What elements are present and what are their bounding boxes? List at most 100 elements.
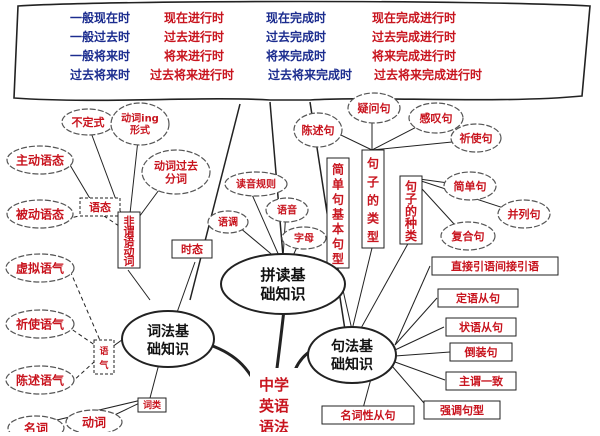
cloud-passive-voice-label: 被动语态 [16,206,64,221]
box-nominal-clause: 名词性从句 [321,405,415,425]
box-sentence-kinds-char: 类 [405,228,418,243]
cloud-verb-label: 动词 [82,415,106,429]
box-mood-char: 语 [99,346,108,357]
cloud-subjunctive-label: 虚拟语气 [16,260,64,275]
hub-syntax-line2: 础知识 [331,356,373,373]
tense-cell: 现在完成时 [266,10,326,25]
box-sentence-kinds-char: 子 [405,192,417,206]
box-mood: 语气 [93,339,115,375]
box-basic-sentence-patterns-char: 句 [332,236,344,251]
cloud-infinitive-label: 不定式 [72,115,105,129]
hub-syntax: 句法基 础知识 [307,326,397,384]
hub-phonetic-line1: 拼读基 [260,266,306,284]
box-direct-indirect-speech-label: 直接引语间接引语 [451,259,539,273]
tense-banner [13,0,591,102]
cloud-imperative-label: 祈使语气 [16,316,64,331]
box-adverbial-clause-label: 状语从句 [459,320,503,334]
tense-cell: 将来完成时 [266,48,326,63]
box-emphatic-pattern: 强调句型 [423,400,501,420]
box-nodes: 语态非谓语动词时态语气词类简单句基本句型句子的类型句子的种类直接引语间接引语定语… [79,149,559,425]
cloud-past-participle-label: 动词过去 [154,158,198,172]
hub-lexical-line1: 词法基 [147,323,190,340]
cloud-active-voice-label: 主动语态 [16,152,64,167]
cloud-imperative-sentence: 祈使句 [450,123,502,153]
cloud-compound-sentence-label: 并列句 [508,207,541,221]
tense-cell: 一般现在时 [70,10,130,25]
box-non-finite-char: 动 [124,244,135,258]
tense-cell: 现在进行时 [164,10,224,25]
hub-phonetic-line2: 础知识 [260,285,305,303]
tense-cell: 将来进行时 [164,48,224,63]
box-voice-label: 语态 [89,200,111,214]
box-sentence-types-char: 型 [367,229,379,244]
cloud-pronunciation-rules: 读音规则 [224,171,288,197]
box-basic-sentence-patterns-char: 单 [332,177,344,192]
cloud-declarative: 陈述句 [293,112,343,148]
cloud-phonetics: 语音 [265,197,309,223]
box-word-classes: 词类 [137,397,167,413]
box-mood-char: 气 [98,359,108,371]
tense-cell: 一般将来时 [70,48,130,63]
box-attributive-clause-label: 定语从句 [456,291,500,305]
box-non-finite-char: 语 [124,234,135,248]
box-nominal-clause-label: 名词性从句 [341,408,396,422]
box-basic-sentence-patterns-char: 型 [332,251,344,266]
hub-lexical: 词法基 础知识 [121,310,215,368]
cloud-compound-sentence: 并列句 [497,199,551,229]
box-attributive-clause: 定语从句 [437,288,519,308]
cloud-noun-label: 名词 [24,420,48,432]
box-sentence-types-char: 类 [367,211,380,226]
cloud-past-participle-label: 分词 [165,171,187,185]
box-sentence-kinds-char: 种 [404,216,417,231]
cloud-imperative: 祈使语气 [5,309,75,339]
cloud-exclamatory-label: 感叹句 [420,111,453,125]
box-non-finite-char: 词 [124,255,135,268]
tense-cell: 现在完成进行时 [372,10,456,25]
cloud-simple-sentence-label: 简单句 [454,179,487,193]
box-direct-indirect-speech: 直接引语间接引语 [431,256,559,276]
cloud-complex-sentence-label: 复合句 [451,229,485,243]
box-tense: 时态 [171,239,213,259]
cloud-indicative: 陈述语气 [5,365,75,395]
box-inversion-label: 倒装句 [464,345,498,359]
cloud-pronunciation-rules-label: 读音规则 [236,178,276,191]
cloud-interrogative-label: 疑问句 [358,101,391,115]
tense-cell: 过去完成进行时 [372,29,456,44]
cloud-simple-sentence: 简单句 [443,171,497,201]
cloud-letters-label: 字母 [294,232,314,245]
tense-cell: 过去进行时 [164,29,224,44]
tense-cell: 过去将来进行时 [150,67,234,82]
box-subject-verb-agreement-label: 主谓一致 [459,374,504,388]
box-basic-sentence-patterns-char: 句 [332,191,344,206]
box-basic-sentence-patterns-char: 本 [332,221,344,236]
box-sentence-types-char: 子 [367,175,379,189]
box-emphatic-pattern-label: 强调句型 [440,403,484,417]
center-line1: 中学 [259,376,289,394]
tense-cell: 过去将来完成进行时 [374,67,482,82]
tense-cell: 过去将来时 [70,67,130,82]
box-subject-verb-agreement: 主谓一致 [445,371,517,391]
box-sentence-types-char: 句 [367,156,379,171]
box-adverbial-clause: 状语从句 [445,317,517,337]
box-non-finite-char: 谓 [124,224,135,238]
cloud-letters: 字母 [281,226,327,250]
cloud-verb: 动词 [65,409,123,435]
tense-cell: 过去将来完成时 [268,67,352,82]
tense-cell: 一般过去时 [70,29,130,44]
cloud-complex-sentence: 复合句 [440,221,496,251]
cloud-subjunctive: 虚拟语气 [5,253,75,283]
cloud-intonation: 语调 [207,210,249,234]
box-sentence-kinds-char: 的 [405,203,417,218]
box-basic-sentence-patterns-char: 基 [331,206,345,221]
box-inversion: 倒装句 [449,342,513,362]
cloud-declarative-label: 陈述句 [302,123,335,137]
cloud-active-voice: 主动语态 [6,145,74,175]
cloud-passive-voice: 被动语态 [6,199,74,229]
box-voice: 语态 [79,197,121,217]
